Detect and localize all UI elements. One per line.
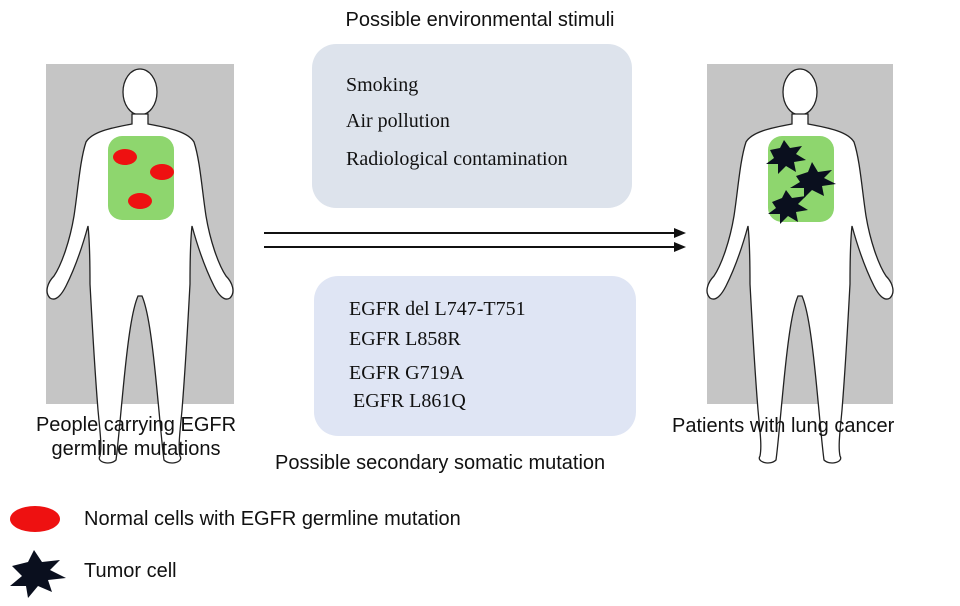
stimulus-item: Air pollution [346, 110, 450, 132]
tumor-cell [768, 190, 808, 224]
mutation-item: EGFR del L747-T751 [349, 298, 526, 320]
environmental-stimuli-box: Smoking Air pollution Radiological conta… [312, 44, 632, 208]
somatic-mutation-title: Possible secondary somatic mutation [275, 452, 606, 474]
arrow-head [674, 242, 686, 252]
left-figure-label-line: germline mutations [51, 438, 221, 460]
legend-tumor-cell-label: Tumor cell [84, 560, 177, 582]
mutation-item: EGFR G719A [349, 362, 465, 384]
normal-cell [113, 149, 137, 165]
right-figure-label: Patients with lung cancer [672, 415, 895, 437]
stimulus-item: Smoking [346, 74, 419, 96]
right-human-figure [706, 68, 894, 464]
tumor-cell [766, 140, 806, 174]
somatic-mutation-box: EGFR del L747-T751 EGFR L858R EGFR G719A… [314, 276, 636, 436]
normal-cell [150, 164, 174, 180]
legend-normal-cell-icon [10, 506, 60, 532]
left-figure-label-line: People carrying EGFR [35, 414, 237, 436]
left-human-figure [46, 68, 234, 464]
arrow-head [674, 228, 686, 238]
mutation-item: EGFR L861Q [353, 390, 466, 412]
stimulus-item: Radiological contamination [346, 148, 568, 170]
environmental-stimuli-title: Possible environmental stimuli [345, 9, 615, 31]
mutation-item: EGFR L858R [349, 328, 461, 350]
legend-normal-cells-label: Normal cells with EGFR germline mutation [84, 508, 461, 530]
legend-tumor-cell-icon [10, 550, 66, 598]
normal-cell [128, 193, 152, 209]
tumor-cell [790, 162, 836, 198]
left-figure-label: People carrying EGFR germline mutations [0, 413, 272, 461]
